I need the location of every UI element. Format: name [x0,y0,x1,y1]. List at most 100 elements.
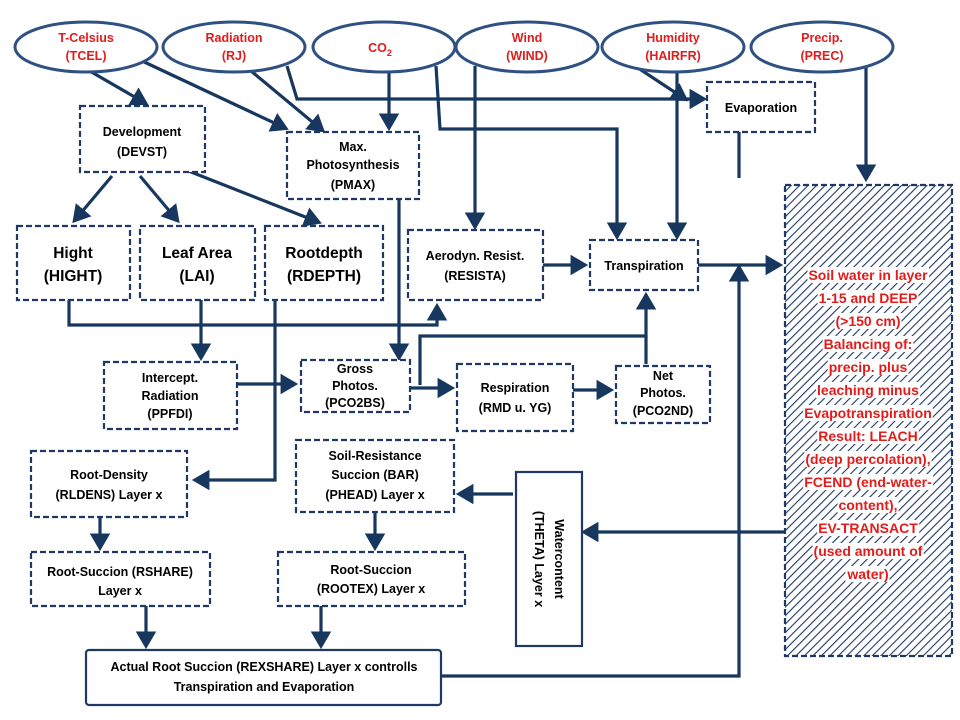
connectors [67,58,877,678]
soil-water-line: Result: LEACH [818,428,918,444]
theta-line-1: Watercontent [552,519,566,599]
ppfdi-line-1: Intercept. [142,371,198,385]
soil-water-line: (deep percolation), [805,451,930,467]
box-pco2nd: Net Photos. (PCO2ND) [614,364,712,425]
box-hight: Hight (HIGHT) [15,224,132,302]
box-pco2bs: Gross Photos. (PCO2BS) [299,358,412,414]
box-resista: Aerodyn. Resist. (RESISTA) [406,228,545,302]
ppfdi-line-3: (PPFDI) [147,407,192,421]
phead-line-3: (PHEAD) Layer x [325,488,424,502]
prec-label: Precip. [801,31,843,45]
soil-water-line-bg [812,543,924,559]
soil-water-line-bg [837,497,899,513]
pco2nd-line-3: (PCO2ND) [633,404,693,418]
rshare-line-1: Root-Succion (RSHARE) [47,565,193,579]
soil-water-line: content), [838,497,897,513]
phead-line-1: Soil-Resistance [328,449,421,463]
box-rexshare: Actual Root Succion (REXSHARE) Layer x c… [84,648,443,707]
soil-water-line-bg [803,405,933,421]
soil-water-line-bg [822,336,914,352]
soil-water-line: FCEND (end-water- [804,474,932,490]
box-rootex: Root-Succion (ROOTEX) Layer x [276,550,467,608]
pmax-line-2: Photosynthesis [306,158,399,172]
soil-water-line: (>150 cm) [836,313,901,329]
box-lai: Leaf Area (LAI) [138,224,257,302]
soil-water-line: Evapotranspiration [804,405,932,421]
arrow-pco2bs-transpiration [418,291,657,385]
soil-water-line: 1-15 and DEEP [819,290,918,306]
rj-code: (RJ) [222,49,246,63]
hairfr-code: (HAIRFR) [645,49,701,63]
box-phead: Soil-Resistance Succion (BAR) (PHEAD) La… [294,438,456,514]
hairfr-label: Humidity [646,31,700,45]
input-wind: Wind (WIND) [454,20,600,74]
lai-line-1: Leaf Area [162,245,232,262]
soil-water-line-bg [817,290,919,306]
soil-water-line-bg [804,451,932,467]
soil-water-line-bg [834,313,902,329]
rootex-line-1: Root-Succion [330,563,411,577]
soil-water-line: (used amount of [814,543,923,559]
co2-label: CO2 [368,41,392,58]
rmd-line-2: (RMD u. YG) [479,401,552,415]
pmax-line-1: Max. [339,140,367,154]
phead-line-2: Succion (BAR) [331,468,419,482]
ppfdi-line-2: Radiation [142,389,199,403]
soil-water-line-bg [807,267,930,283]
box-rshare: Root-Succion (RSHARE) Layer x [29,550,212,608]
hight-line-2: (HIGHT) [44,268,103,285]
pco2bs-line-1: Gross [337,362,373,376]
arrow-hight-resista [67,300,448,327]
soil-water-line-bg [817,428,919,444]
box-evaporation: Evaporation [705,80,817,134]
rldens-line-1: Root-Density [70,468,148,482]
tcel-label: T-Celsius [58,31,114,45]
theta-line-2: (THETA) Layer x [532,511,546,607]
input-rj: Radiation (RJ) [161,20,307,74]
box-soil-water: Soil water in layer 1-15 and DEEP (>150 cm… [783,183,954,658]
box-ppfdi: Intercept. Radiation (PPFDI) [102,360,239,431]
lai-line-2: (LAI) [179,268,214,285]
pco2nd-line-2: Photos. [640,386,686,400]
soil-water-line: leaching minus [817,382,919,398]
arrow-rj-pmax [243,64,326,133]
rexshare-line-2: Transpiration and Evaporation [174,680,355,694]
box-theta: Watercontent (THETA) Layer x [514,470,584,648]
rldens-line-2: (RLDENS) Layer x [56,488,163,502]
devst-line-1: Development [103,125,182,139]
rexshare-line-1: Actual Root Succion (REXSHARE) Layer x c… [111,660,418,674]
resista-line-2: (RESISTA) [444,269,506,283]
transpiration-line-1: Transpiration [604,259,683,273]
rmd-line-1: Respiration [481,381,550,395]
arrow-rexshare-transpiration [441,263,750,678]
box-transpiration: Transpiration [588,238,700,292]
arrow-tcel-devst [87,68,149,106]
resista-line-1: Aerodyn. Resist. [426,249,525,263]
box-pmax: Max. Photosynthesis (PMAX) [285,130,421,201]
rootex-line-2: (ROOTEX) Layer x [317,582,425,596]
pco2bs-line-2: Photos. [332,379,378,393]
input-hairfr: Humidity (HAIRFR) [600,20,746,74]
hight-line-1: Hight [53,245,93,262]
wind-code: (WIND) [506,49,548,63]
rdepth-line-1: Rootdepth [285,245,362,262]
arrow-rdepth-rldens [191,300,277,491]
soil-water-line-bg [827,359,909,375]
arrow-devst-lai [138,174,180,224]
soil-water-line: Soil water in layer [808,267,928,283]
input-prec: Precip. (PREC) [749,20,895,74]
pco2bs-line-3: (PCO2BS) [325,396,385,410]
arrow-devst-hight [72,174,114,224]
box-devst: Development (DEVST) [78,104,207,174]
arrow-devst-rdepth [185,168,322,227]
arrow-wind-transpiration [434,65,628,241]
rdepth-line-2: (RDEPTH) [287,268,361,285]
soil-water-line: EV-TRANSACT [818,520,918,536]
tcel-code: (TCEL) [66,49,107,63]
soil-water-text: Soil water in layer 1-15 and DEEP (>150 cm… [803,267,934,582]
input-co2: CO2 [311,20,457,74]
pmax-line-3: (PMAX) [331,178,375,192]
soil-water-line-bg [817,520,920,536]
pco2nd-line-1: Net [653,369,674,383]
